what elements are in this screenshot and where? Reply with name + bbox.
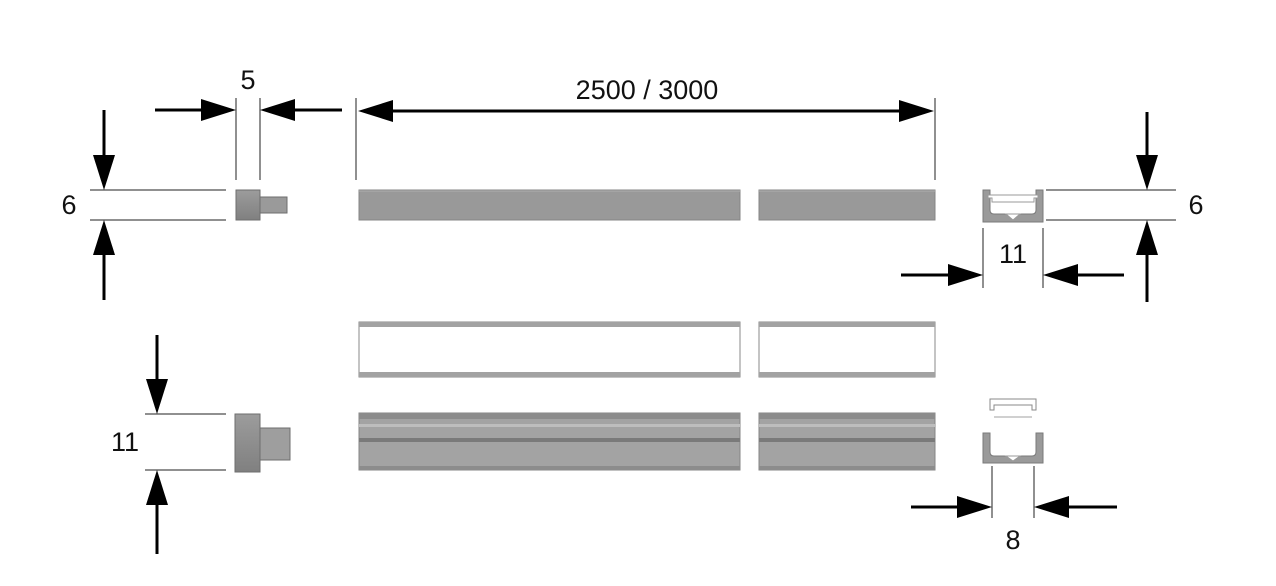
arrow-right-icon [899,100,934,122]
arrow-left-icon [1034,496,1069,518]
arrow-down-icon [1136,155,1158,190]
dimension-endcap-thickness: 5 [155,65,342,180]
arrow-right-icon [957,496,992,518]
endcap-front-view [234,413,291,473]
arrow-left-icon [358,100,393,122]
dimension-label-5: 5 [240,65,255,95]
dimension-profile-width-bottom: 8 [911,466,1117,555]
profile-cross-section-bottom [982,432,1044,464]
dimension-top-height-left: 6 [61,110,226,300]
dimension-bottom-height-left: 11 [111,335,226,554]
arrow-up-icon [1136,220,1158,255]
dimension-profile-width-top: 11 [901,228,1124,288]
diffuser-cross-section [989,398,1037,418]
arrow-up-icon [146,470,168,505]
endcap-body [235,189,261,221]
arrow-down-icon [146,379,168,414]
arrow-left-icon [260,99,295,121]
profile-side-view [358,189,936,221]
dimension-label-length: 2500 / 3000 [576,75,719,105]
profile-front-view [358,412,936,471]
dimension-top-height-right: 6 [1046,112,1204,302]
arrow-up-icon [93,220,115,255]
dimension-label-11-left: 11 [111,427,139,457]
profile-cross-section-top [982,189,1044,223]
endcap-top-view [235,189,288,221]
endcap-plug [259,196,288,214]
arrow-left-icon [1043,264,1078,286]
dimension-profile-length: 2500 / 3000 [355,75,936,180]
dimension-label-11-top: 11 [999,239,1027,269]
diffuser-top-view [358,321,936,378]
arrow-down-icon [93,155,115,190]
dimension-label-8: 8 [1005,525,1020,555]
dimension-label-6-left: 6 [61,190,76,220]
dimension-label-6-right: 6 [1188,190,1203,220]
arrow-right-icon [948,264,983,286]
arrow-right-icon [201,99,236,121]
